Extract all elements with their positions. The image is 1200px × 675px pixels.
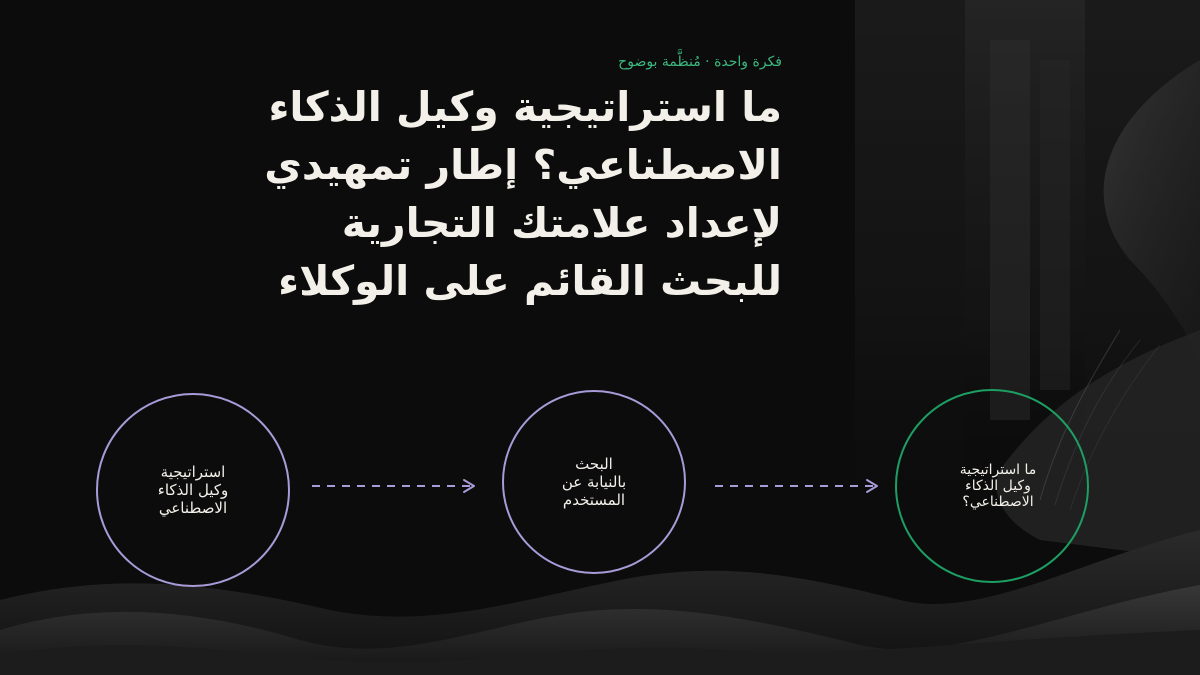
node-label: ما استراتيجية وكيل الذكاء الاصطناعي؟	[959, 462, 1037, 510]
dashed-arrow-connector	[312, 479, 475, 493]
node-label: البحث بالنيابة عن المستخدم	[561, 455, 627, 509]
flow-node-question: ما استراتيجية وكيل الذكاء الاصطناعي؟	[895, 389, 1089, 583]
node-label: استراتيجية وكيل الذكاء الاصطناعي	[157, 463, 229, 517]
slide-title: ما استراتيجية وكيل الذكاء الاصطناعي؟ إطا…	[264, 83, 782, 305]
dashed-arrow-connector	[715, 479, 878, 493]
flow-node-search: البحث بالنيابة عن المستخدم	[502, 390, 686, 574]
eyebrow-text: فكرة واحدة · مُنظَّمة بوضوح	[618, 54, 782, 70]
flow-node-strategy: استراتيجية وكيل الذكاء الاصطناعي	[96, 393, 290, 587]
